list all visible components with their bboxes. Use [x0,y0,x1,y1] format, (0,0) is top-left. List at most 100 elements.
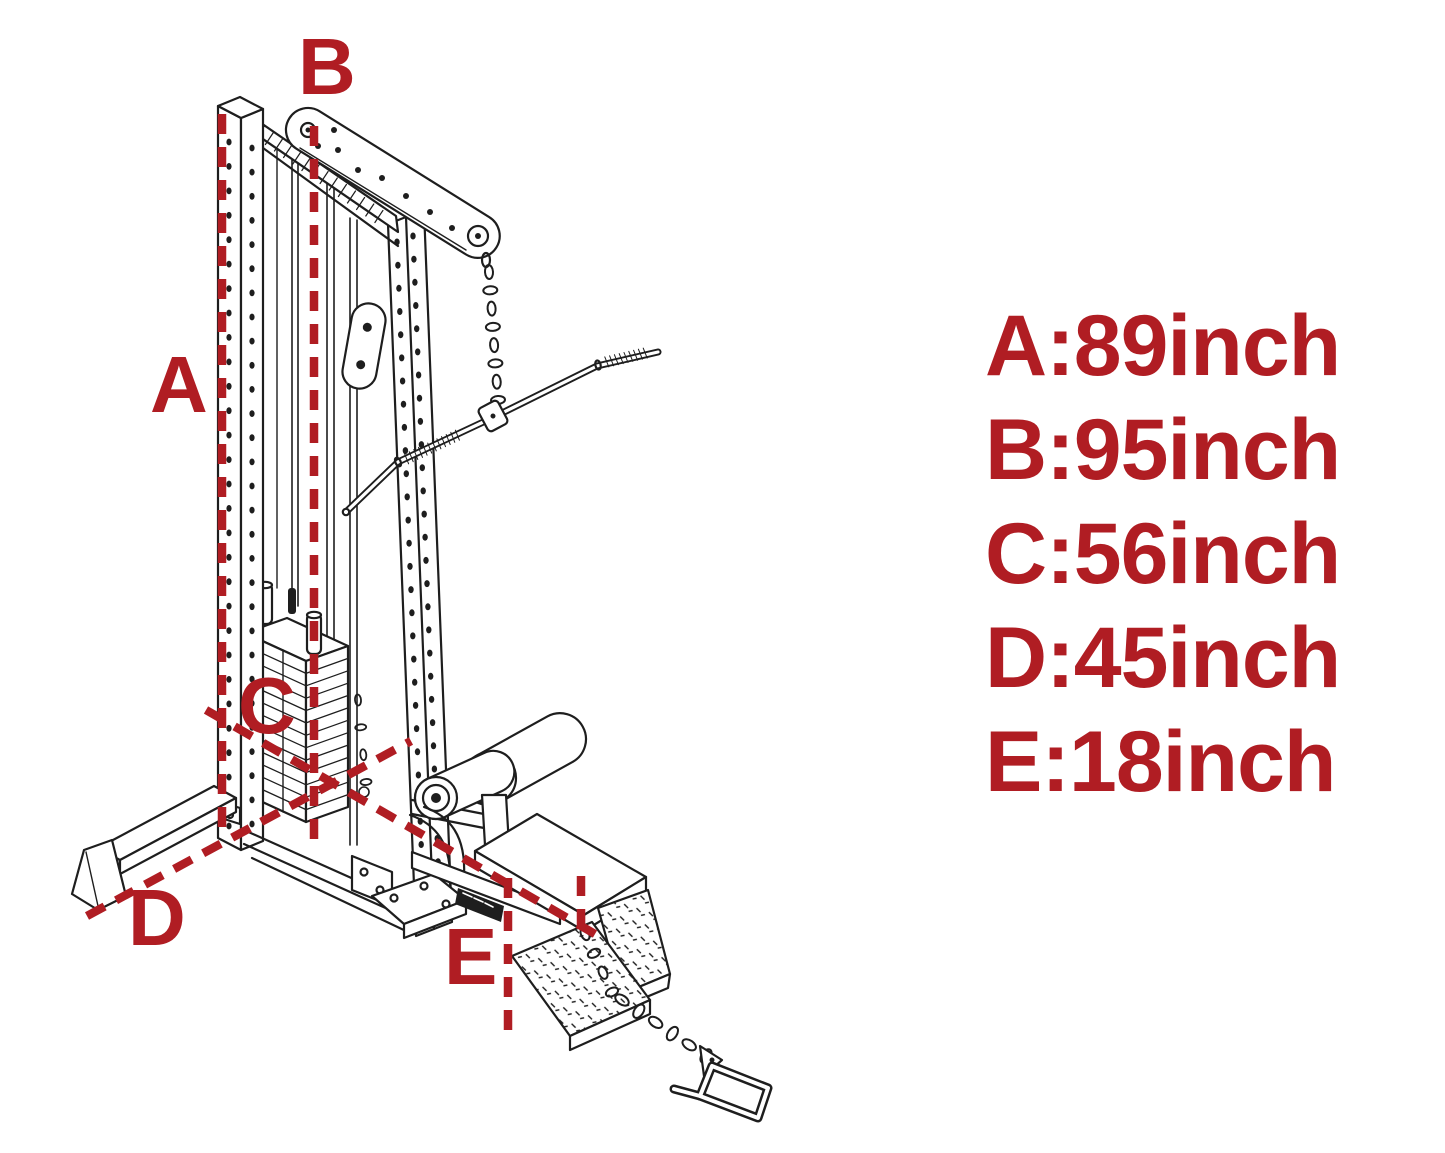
upright-top-cap [216,95,265,120]
dimension-legend: A:89inch B:95inch C:56inch D:45inch E:18… [985,294,1415,814]
upright-holes-part [226,505,232,512]
rear-upright-holes-part [412,278,418,286]
dimension-label-c: C [238,661,296,750]
upright-holes-part [226,138,232,146]
rear-upright-holes-part [418,841,424,848]
dimension-line-d [84,737,414,920]
lat-bar-knurling [404,429,460,465]
upright-holes-part [226,578,232,586]
upright-holes-part [226,382,232,390]
lat-bar-knurling-part [441,436,446,448]
rear-upright-holes-part [425,603,431,611]
lat-bar-highlight [344,350,660,514]
upright-holes-part [249,627,255,635]
rear-upright-holes-part [418,441,425,449]
bolt-icon [709,1057,715,1063]
upright-holes-part [249,555,255,562]
legend-item-d: D:45inch [985,610,1341,706]
grip-ring [594,359,602,371]
upright-holes-part [226,260,232,268]
brace-hatching-part [356,196,366,211]
legend-item-b: B:95inch [985,402,1341,498]
rear-upright-holes-part [409,609,415,617]
lat-bar-knurling-part [427,442,433,454]
upright-holes-part [226,724,232,732]
brace-hatching-part [264,131,274,146]
rear-upright-holes-part [415,371,422,379]
lat-bar-knurling-part [413,449,419,460]
upright-holes-part [226,358,232,366]
foot-end-wedge [70,838,128,912]
upright-holes-part [226,285,232,292]
upright-holes-part [226,480,232,488]
brace-hatching-part [283,144,293,159]
pulley-chain-part [482,285,499,296]
legend-item-e: E:18inch [985,714,1336,810]
cable-tail-part [359,778,373,786]
upright-holes-part [226,431,232,439]
rear-upright-holes-part [412,701,419,709]
upright-holes-part [226,676,232,683]
upright-holes-part [249,530,255,538]
rear-upright-holes-part [431,765,438,773]
rear-upright-holes-part [430,742,437,750]
brace-hatching-part [301,157,311,172]
seat-assembly [408,712,648,933]
upright-holes-part [226,187,232,195]
upright-holes-part [226,163,232,170]
pulley-chain-part [491,373,502,390]
upright-holes-part [249,724,255,731]
pulley-chain-part [487,358,504,369]
pulley-chain [482,264,506,406]
brace-hatching-part [374,209,384,224]
stack-plates-part [305,732,349,749]
upright-holes-part [249,313,255,321]
rear-upright-holes-part [411,655,417,663]
chain-links-part [586,947,602,959]
rear-upright-holes-part [421,510,427,518]
upright-holes-part [249,241,255,249]
brace-hatching-part [365,203,375,217]
chain-links-part [597,965,609,980]
brace-hatching-part [292,151,302,165]
stack-plates-part [305,694,349,712]
rear-upright-holes-part [419,464,425,472]
rear-upright-holes-part [428,672,434,680]
sleeve-cap [305,610,323,620]
chain-links [614,993,713,1064]
rear-upright-holes-part [408,586,414,594]
upright-holes-part [226,749,232,757]
rear-upright-holes-part [413,725,420,733]
rear-upright-holes-part [407,562,413,570]
upright-holes-part [226,773,232,781]
upright-holes-part [249,337,255,345]
lat-bar-knurling-part [609,355,615,367]
rear-upright-holes-part [423,556,429,564]
rear-upright-holes-part [404,493,410,501]
upright-holes-part [249,482,255,490]
rear-upright-column [386,208,454,938]
upright-holes-part [249,410,255,417]
cable-trolley-plate [341,302,387,390]
upright-holes-part [249,603,255,611]
upright-holes-part [249,772,255,780]
upright-holes-part [226,309,232,317]
lat-bar-knurling-part [431,440,437,452]
boom-pivot-bolt [305,127,311,133]
lat-bar-knurling-part [618,353,624,365]
brand-plate [455,888,504,922]
rear-upright-holes-part [415,771,422,779]
row-handle [669,1044,773,1123]
boom-body [284,106,501,259]
rear-upright-holes-part [403,470,409,478]
legend-item-a: A:89inch [985,298,1341,394]
chain-links-part [614,993,630,1007]
lat-bar-knurling-part [623,352,629,363]
brace-hatching-part [319,170,329,185]
upright-holes-part [249,289,255,297]
boom-edge [299,147,467,251]
rear-upright-holes [394,238,427,918]
pulley-chain-part [486,300,497,317]
lat-bar-tube [342,348,662,516]
lat-bar-knurling-part [604,356,610,368]
